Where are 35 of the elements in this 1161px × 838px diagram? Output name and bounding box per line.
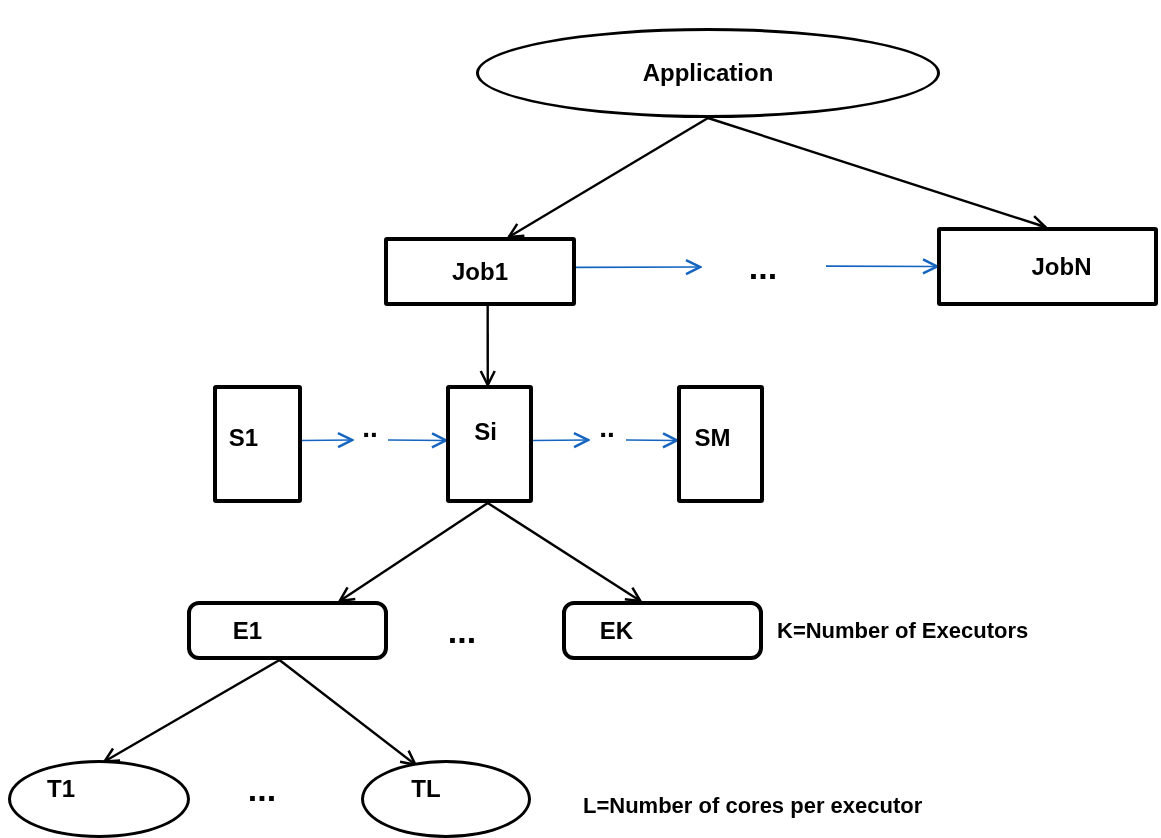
process-box bbox=[677, 385, 764, 503]
node-label: E1 bbox=[232, 618, 263, 643]
node-label: TL bbox=[411, 777, 441, 801]
arrow bbox=[532, 431, 590, 449]
arrow bbox=[487, 502, 642, 603]
node-label: Si bbox=[474, 420, 497, 444]
arrow bbox=[338, 502, 489, 603]
arrow bbox=[479, 306, 496, 387]
arrow bbox=[301, 431, 354, 449]
process-box bbox=[213, 385, 302, 503]
ellipsis-text: ... bbox=[447, 614, 477, 648]
node-label: S1 bbox=[228, 426, 259, 450]
process-box bbox=[384, 237, 576, 306]
process-box bbox=[187, 601, 388, 660]
ellipsis-text: .. bbox=[362, 414, 378, 442]
ellipsis-text: .. bbox=[599, 414, 615, 442]
node-label: JobN bbox=[1031, 254, 1092, 279]
node-label: T1 bbox=[47, 777, 75, 801]
node-label: Application bbox=[642, 61, 774, 85]
process-box bbox=[562, 601, 763, 660]
note-text: L=Number of cores per executor bbox=[583, 795, 923, 817]
arrow bbox=[278, 659, 417, 766]
node-label: EK bbox=[599, 618, 634, 643]
arrow bbox=[575, 258, 702, 276]
arrow bbox=[625, 432, 679, 449]
arrow bbox=[507, 116, 709, 239]
note-text: K=Number of Executors bbox=[777, 620, 1029, 642]
process-box bbox=[937, 227, 1158, 306]
process-box bbox=[446, 385, 533, 503]
arrow bbox=[387, 432, 448, 449]
node-label: SM bbox=[694, 426, 731, 450]
node-label: Job1 bbox=[452, 259, 508, 284]
arrow bbox=[825, 258, 939, 275]
ellipsis-text: ... bbox=[748, 250, 778, 284]
ellipsis-text: ... bbox=[247, 772, 277, 806]
